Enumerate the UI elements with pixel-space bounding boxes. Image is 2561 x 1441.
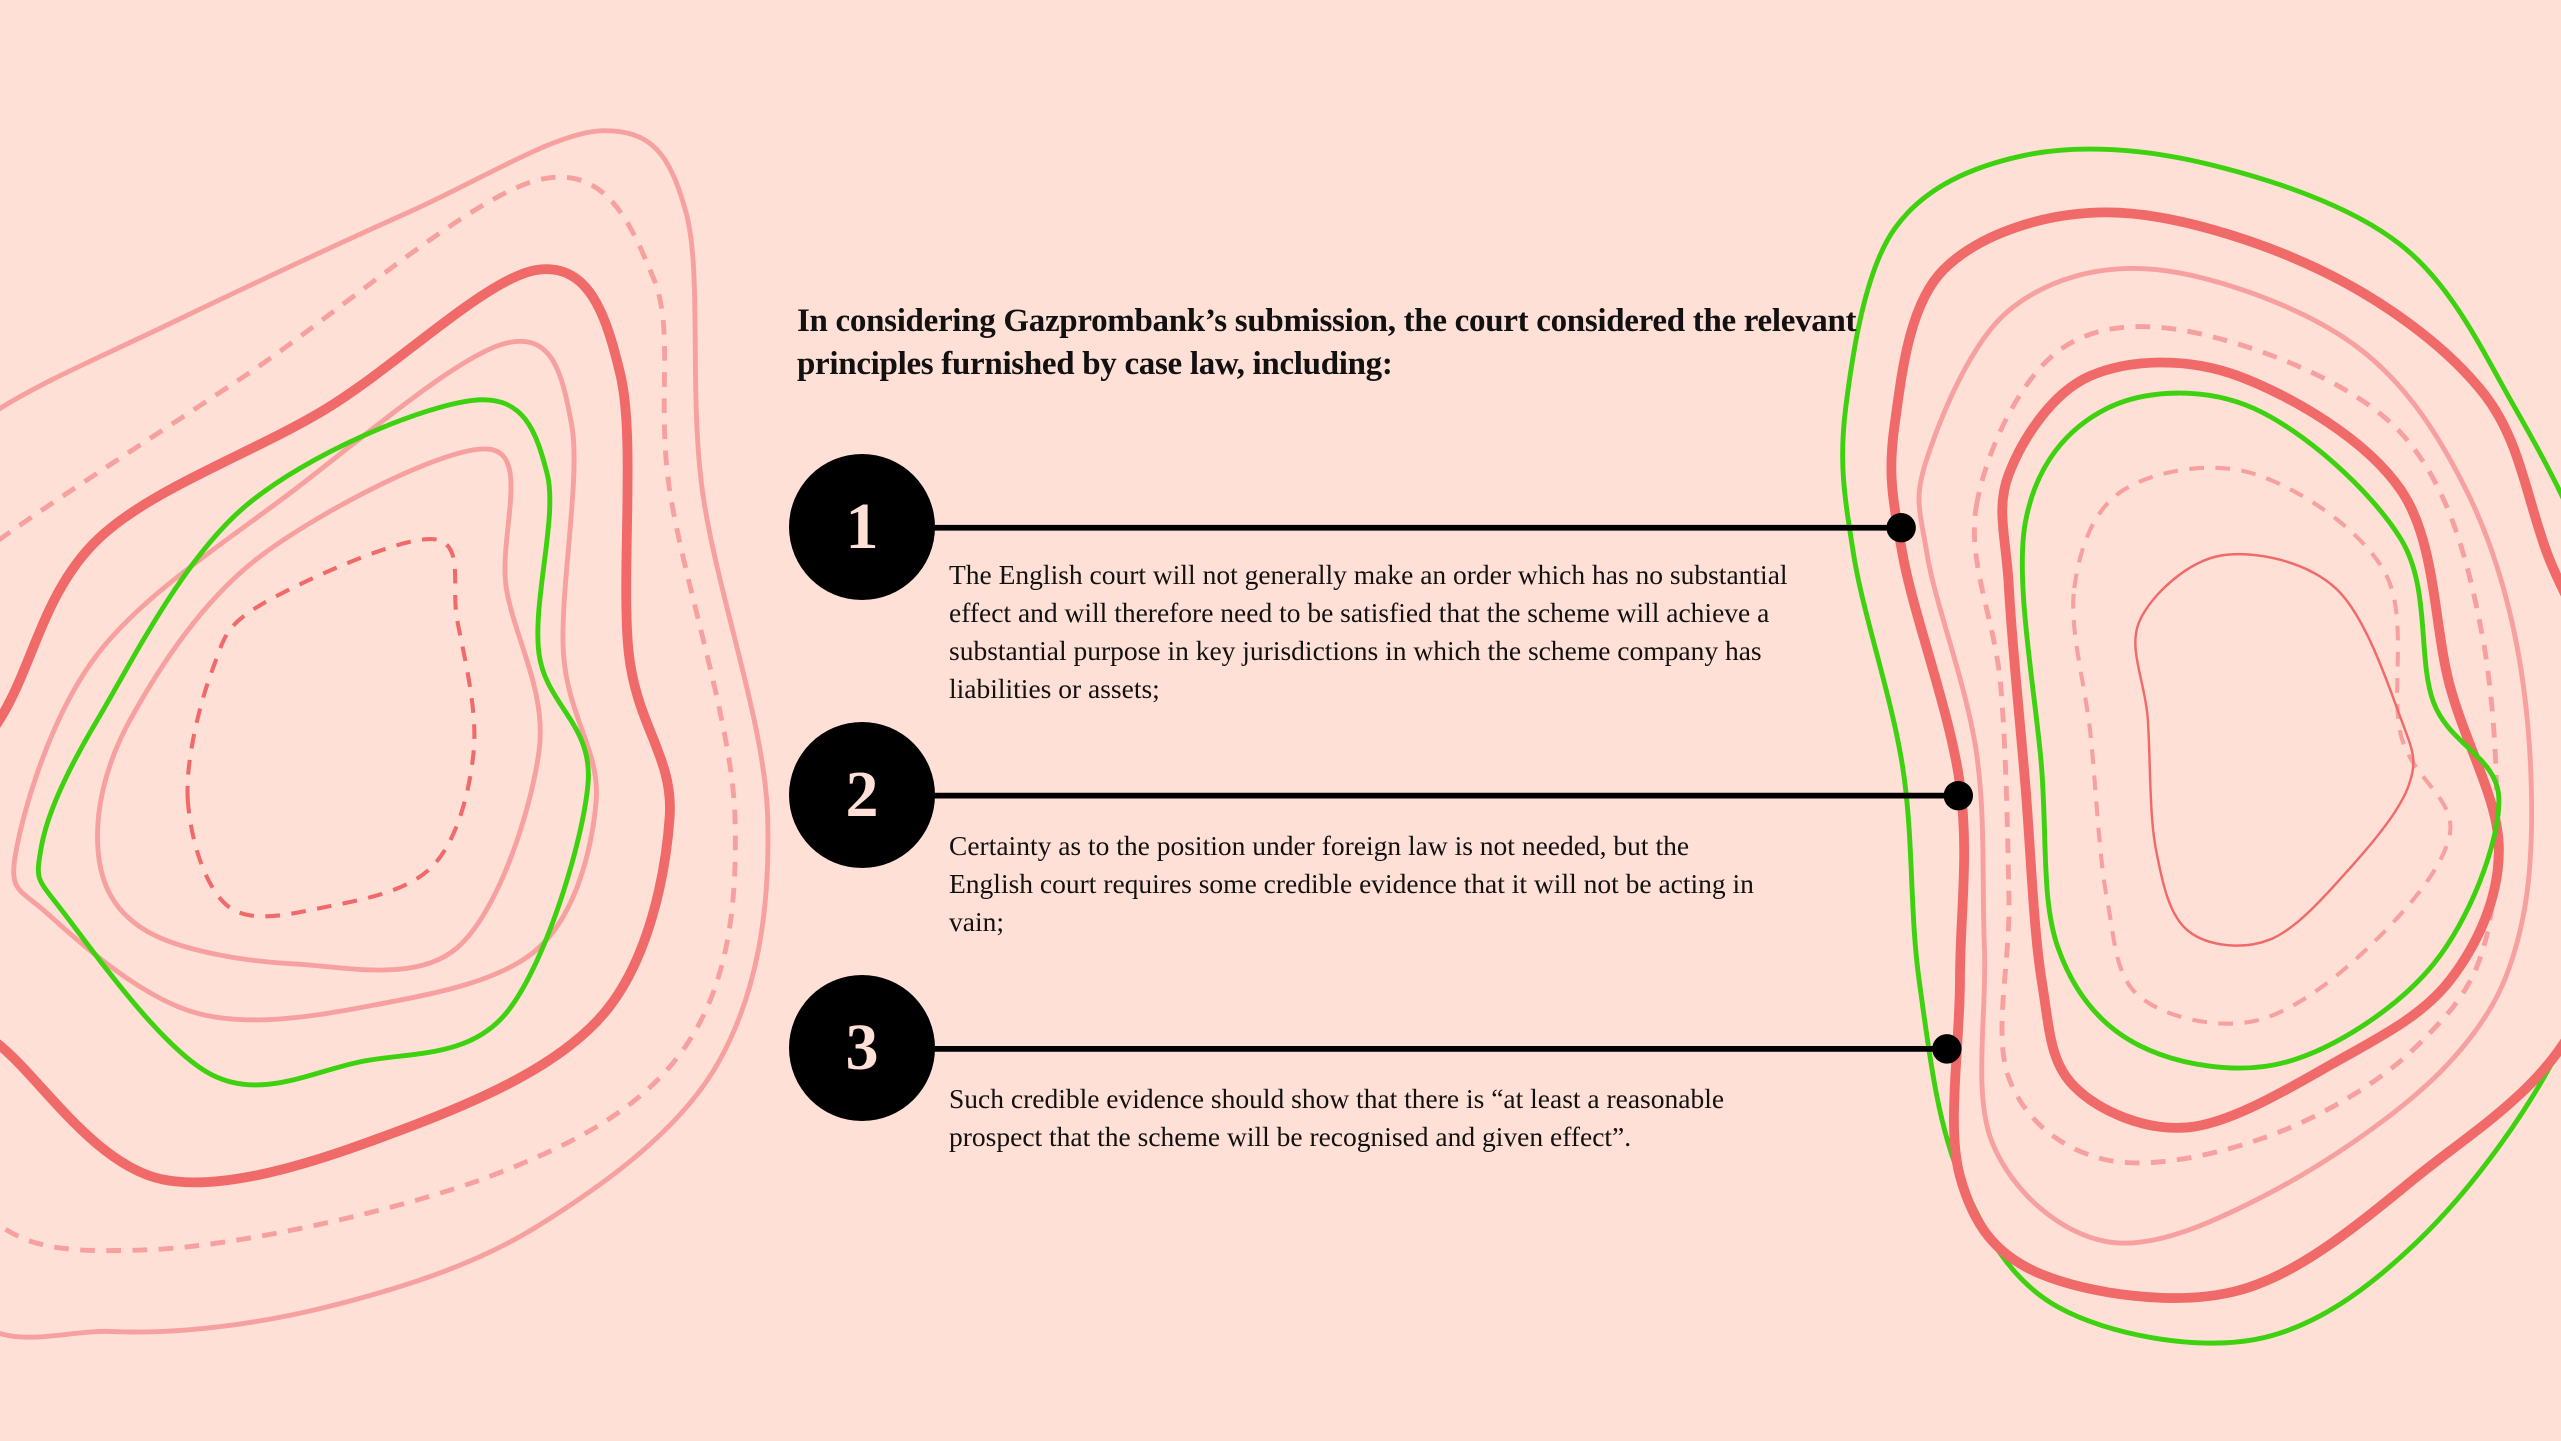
contour-line-13 [2019,390,2502,1071]
connector-dot-3 [1932,1034,1962,1064]
contour-line-3 [0,264,675,1188]
connector-lines [930,513,1974,1064]
connector-dot-2 [1943,780,1974,811]
contour-line-14 [2071,465,2453,1026]
intro-heading: In considering Gazprombank’s submission,… [797,303,1857,382]
number-badge-1: 1 [789,454,935,600]
contour-line-10 [1916,266,2535,1246]
contour-line-11 [1971,324,2500,1166]
connector-dot-1 [1886,513,1916,543]
contour-line-12 [1997,357,2504,1133]
contour-line-8 [1840,146,2561,1346]
contour-line-4 [11,338,599,1023]
contour-line-2 [0,174,738,1254]
contour-line-6 [95,446,543,973]
contour-line-7 [185,537,477,919]
number-badge-3: 3 [789,975,935,1121]
principle-text-3: Such credible evidence should show that … [949,1083,1725,1152]
contour-line-5 [35,397,591,1088]
contour-line-15 [2134,552,2415,947]
number-badge-2: 2 [789,722,935,868]
contour-line-1 [0,128,771,1340]
principle-text-2: Certainty as to the position under forei… [949,830,1754,937]
principle-text-1: The English court will not generally mak… [949,559,1788,704]
contour-line-9 [1886,207,2561,1303]
